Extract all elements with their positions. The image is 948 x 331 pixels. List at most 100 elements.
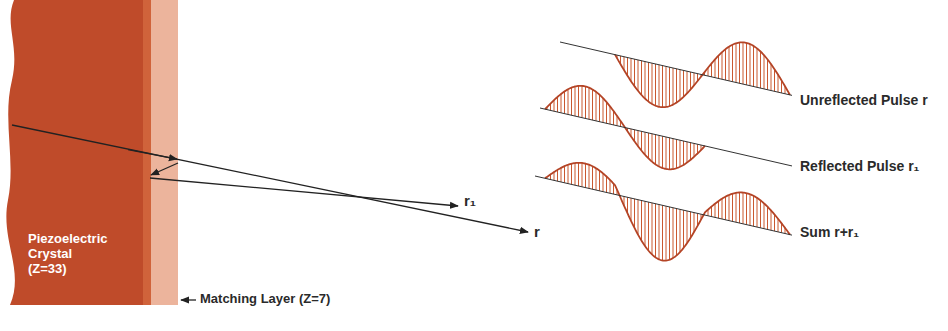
hatch-line (557, 97, 558, 112)
hatch-line (641, 200, 642, 240)
hatch-line (680, 140, 681, 167)
hatch-line (687, 71, 688, 93)
hatch-line (718, 56, 719, 79)
hatch-line (638, 200, 639, 235)
matching-layer (151, 0, 178, 305)
hatch-line (599, 95, 600, 122)
hatch-line (631, 198, 632, 221)
hatch-line (554, 100, 555, 111)
hatch-line (666, 66, 667, 107)
hatch-line (729, 195, 730, 221)
hatch-line (592, 89, 593, 120)
hatch-line (638, 131, 639, 147)
hatch-line (599, 171, 600, 191)
hatch-line (652, 134, 653, 162)
ray-arrow (150, 178, 458, 206)
hatch-line (568, 165, 569, 184)
hatch-line (725, 49, 726, 80)
hatch-line (645, 201, 646, 246)
hatch-line (564, 91, 565, 113)
hatch-line (715, 59, 716, 77)
hatch-line (694, 213, 695, 233)
hatch-line (760, 51, 761, 88)
hatch-line (683, 70, 684, 96)
hatch-line (613, 111, 614, 125)
hatch-line (655, 64, 656, 106)
hatch-line (589, 165, 590, 189)
hatch-line (757, 198, 758, 227)
hatch-line (757, 48, 758, 87)
hatch-line (690, 143, 691, 160)
hatch-line (659, 135, 660, 166)
hatch-line (582, 163, 583, 187)
hatch-line (722, 52, 723, 79)
hatch-line (596, 92, 597, 121)
hatch-line (722, 199, 723, 219)
hatch-line (652, 203, 653, 255)
time-axis (560, 42, 792, 95)
hatch-line (561, 168, 562, 182)
hatch-line (743, 193, 744, 224)
hatch-line (634, 59, 635, 86)
hatch-line (655, 204, 656, 258)
pulse-wave (540, 86, 792, 169)
hatch-line (578, 163, 579, 186)
hatch-line (764, 203, 765, 228)
hatch-line (568, 89, 569, 114)
hatch-line (750, 194, 751, 225)
hatch-line (662, 66, 663, 108)
hatch-line (680, 70, 681, 100)
pulse-wave (535, 163, 792, 261)
hatch-line (582, 86, 583, 118)
hatch-line (715, 204, 716, 218)
hatch-line (610, 106, 611, 124)
hatch-line (578, 86, 579, 117)
wave-curve (545, 163, 790, 261)
hatch-line (571, 164, 572, 185)
hatch-line (732, 194, 733, 222)
hatch-line (687, 142, 688, 163)
hatch-line (753, 196, 754, 226)
hatch-line (666, 206, 667, 260)
hatch-line (690, 212, 691, 238)
hatch-line (746, 43, 747, 85)
hatch-line (634, 199, 635, 228)
hatch-line (711, 207, 712, 217)
ray-label: r₁ (464, 192, 476, 209)
ray-arrow (181, 299, 196, 300)
hatch-line (718, 201, 719, 218)
hatch-line (739, 192, 740, 223)
hatch-line (771, 210, 772, 230)
hatch-line (557, 170, 558, 181)
hatch-line (753, 46, 754, 87)
hatch-line (690, 72, 691, 90)
hatch-line (592, 166, 593, 189)
hatch-line (669, 67, 670, 106)
hatch-line (771, 64, 772, 90)
hatch-line (571, 88, 572, 116)
ray-arrow (12, 125, 528, 232)
layer-label: Matching Layer (Z=7) (200, 292, 330, 307)
hatch-line (725, 197, 726, 220)
hatch-line (669, 207, 670, 260)
hatch-line (736, 43, 737, 82)
hatch-line (743, 42, 744, 84)
hatch-line (732, 45, 733, 82)
hatch-line (666, 137, 667, 169)
hatch-line (641, 131, 642, 150)
hatch-line (606, 177, 607, 193)
hatch-line (683, 210, 684, 248)
hatch-line (603, 98, 604, 122)
hatch-line (673, 139, 674, 169)
pulse-label: Unreflected Pulse r (800, 92, 928, 108)
hatch-line (564, 166, 565, 183)
hatch-line (610, 180, 611, 193)
hatch-line (585, 86, 586, 118)
hatch-line (648, 62, 649, 101)
ray-label: r (534, 223, 540, 240)
pulse-label: Reflected Pulse r₁ (800, 158, 919, 174)
hatch-line (662, 205, 663, 260)
hatch-line (648, 202, 649, 251)
hatch-line (652, 63, 653, 104)
hatch-line (596, 168, 597, 190)
